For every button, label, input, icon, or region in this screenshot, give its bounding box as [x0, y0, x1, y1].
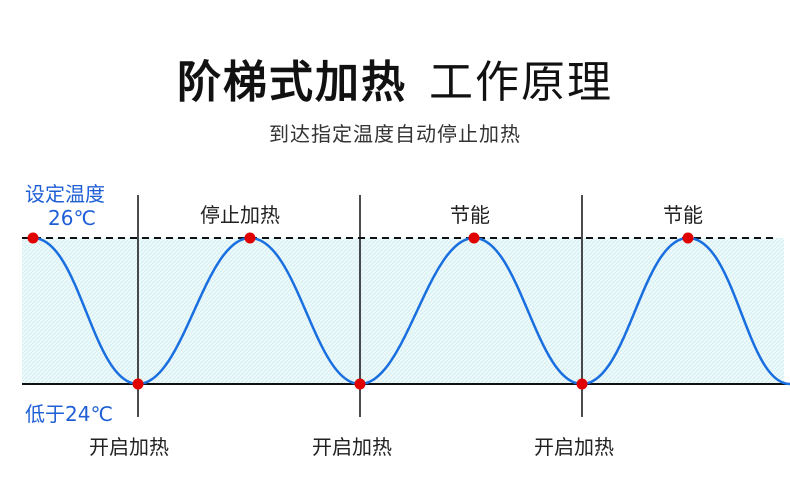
temperature-curve [32, 236, 790, 386]
trough-marker [354, 378, 366, 390]
subtitle: 到达指定温度自动停止加热 [269, 122, 521, 146]
title-main: 阶梯式加热 [177, 57, 407, 108]
phase-label-start-heating-3: 开启加热 [534, 435, 614, 459]
lower-threshold-label: 低于24℃ [25, 402, 113, 426]
phase-label-start-heating-1: 开启加热 [89, 435, 169, 459]
title-sub: 工作原理 [429, 57, 613, 108]
setpoint-value: 26℃ [48, 206, 96, 230]
peak-marker [244, 232, 256, 244]
peak-marker [27, 232, 39, 244]
trough-marker [132, 378, 144, 390]
trough-marker [576, 378, 588, 390]
setpoint-label: 设定温度 [25, 182, 105, 206]
temperature-band [22, 238, 784, 384]
peak-marker [468, 232, 480, 244]
phase-label-energy-saving-1: 节能 [450, 203, 490, 227]
title: 阶梯式加热工作原理 [0, 46, 790, 110]
peak-marker [682, 232, 694, 244]
phase-label-start-heating-2: 开启加热 [312, 435, 392, 459]
phase-label-energy-saving-2: 节能 [663, 203, 703, 227]
phase-label-stop-heating: 停止加热 [200, 203, 280, 227]
